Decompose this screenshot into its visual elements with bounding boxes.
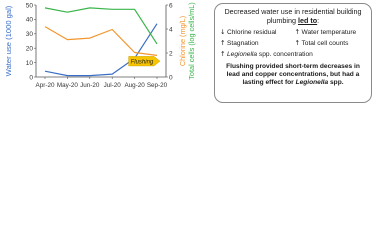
effect-text: Stagnation	[227, 40, 259, 48]
left-tick-label: 20	[26, 46, 34, 53]
x-tick-label: Aug-20	[124, 82, 145, 89]
x-tick-label: Apr-20	[36, 82, 55, 89]
summary-heading-prefix: Decreased water use in residential build…	[224, 7, 362, 25]
effect-text: Total cell counts	[301, 40, 349, 48]
left-tick-label: 30	[26, 31, 34, 38]
flushing-annotation: Flushing	[128, 56, 161, 67]
up-arrow-icon: ↑	[220, 50, 226, 59]
summary-heading: Decreased water use in residential build…	[220, 7, 366, 25]
right-tick-label: 0	[169, 74, 173, 81]
flushing-label: Flushing	[131, 59, 154, 65]
x-tick-label: Sep-20	[147, 82, 168, 89]
effect-text: spp. concentration	[257, 51, 313, 59]
down-arrow-icon: ↓	[220, 28, 226, 37]
chart-axes	[35, 5, 167, 78]
series-line-chlorine	[44, 26, 158, 56]
right-axis-label-chlorine: Chlorine (mg/L)	[178, 16, 187, 66]
flushing-arrow-icon	[128, 56, 161, 67]
effect-italic-text: Legionella	[227, 51, 258, 59]
effect-text: Chlorine residual	[227, 29, 277, 37]
effect-text: Water temperature	[301, 29, 357, 37]
series-line-total-cells	[44, 7, 158, 45]
up-arrow-icon: ↑	[294, 28, 301, 37]
up-arrow-icon: ↑	[220, 39, 226, 48]
left-tick-label: 0	[29, 74, 33, 81]
x-tick-label: Jun-20	[80, 82, 100, 89]
effect-item: ↓Chlorine residual	[220, 28, 292, 37]
summary-conclusion: Flushing provided short-term decreases i…	[220, 63, 366, 87]
left-tick-label: 40	[26, 17, 34, 24]
right-tick-label: 2	[169, 50, 173, 57]
right-tick-label: 4	[169, 26, 173, 33]
y-axis-label: Water use (1000 gal)	[4, 5, 13, 76]
conclusion-italic-text: Legionella	[295, 79, 329, 87]
summary-box: Decreased water use in residential build…	[214, 3, 372, 103]
effect-item: ↑Total cell counts	[295, 39, 367, 48]
effects-list: ↓Chlorine residual ↑Water temperature ↑S…	[220, 28, 366, 59]
left-axis-ticks: 0 10 20 30 40 50	[26, 2, 36, 81]
series-line-water-use	[44, 23, 158, 77]
right-axis-label-total-cells: Total cells (log cells/mL)	[187, 2, 196, 79]
effect-item: ↑Stagnation	[220, 39, 292, 48]
x-tick-label: May-20	[57, 82, 78, 89]
effect-item: ↑Legionella spp. concentration	[220, 50, 366, 59]
effect-item: ↑Water temperature	[295, 28, 367, 37]
conclusion-suffix: spp.	[328, 79, 344, 87]
summary-heading-lead: led to	[298, 15, 318, 25]
series-lines	[44, 7, 158, 77]
up-arrow-icon: ↑	[294, 39, 301, 48]
x-tick-label: Jul-20	[104, 82, 122, 89]
right-tick-label: 6	[169, 2, 173, 9]
conclusion-text: Flushing provided short-term decreases i…	[226, 63, 360, 87]
right-axis-ticks: 0 2 4 6	[166, 2, 173, 81]
left-tick-label: 10	[26, 60, 34, 67]
left-tick-label: 50	[26, 2, 34, 9]
summary-heading-suffix: :	[317, 15, 320, 25]
